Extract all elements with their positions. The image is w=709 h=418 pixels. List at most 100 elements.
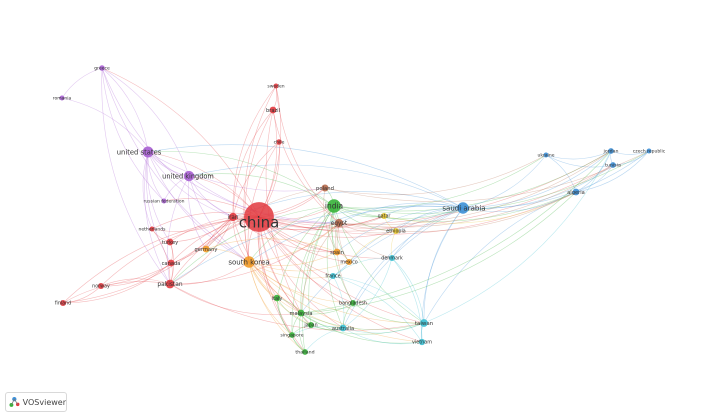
node-label-thailand[interactable]: thailand [295,350,314,356]
node-label-iran[interactable]: iran [227,215,238,221]
link-south_korea-malaysia [248,261,302,314]
link-australia-taiwan [342,322,425,334]
node-label-denmark[interactable]: denmark [381,256,403,262]
node-south_korea[interactable] [243,256,255,268]
node-pakistan[interactable] [165,279,175,289]
node-label-china[interactable]: china [239,213,280,231]
node-label-japan[interactable]: japan [303,323,317,329]
node-label-poland[interactable]: poland [316,186,334,192]
node-romania[interactable] [59,95,65,101]
link-south_korea-vietnam [248,261,423,343]
node-sweden[interactable] [273,83,279,89]
node-france[interactable] [329,272,337,280]
node-netherlands[interactable] [149,226,155,232]
node-italy[interactable] [273,294,281,302]
node-thailand[interactable] [302,349,308,355]
node-india[interactable] [327,199,341,213]
node-label-malaysia[interactable]: malaysia [289,311,312,317]
node-saudi_arabia[interactable] [457,202,469,214]
node-label-ukraine[interactable]: ukraine [538,153,555,159]
link-china-jordan [258,150,612,225]
node-jordan[interactable] [608,148,614,154]
node-australia[interactable] [339,324,347,332]
node-spain[interactable] [333,248,341,256]
link-india-malaysia [300,205,335,314]
node-malaysia[interactable] [297,309,305,317]
node-label-ethiopia[interactable]: ethiopia [386,229,406,235]
node-label-india[interactable]: india [325,202,343,211]
node-label-norway[interactable]: norway [92,284,110,290]
vosviewer-badge[interactable]: VOSviewer [5,392,67,412]
node-label-canada[interactable]: canada [162,261,181,267]
node-japan[interactable] [307,321,315,329]
node-label-united_kingdom[interactable]: united kingdom [162,172,214,180]
node-united_kingdom[interactable] [183,170,195,182]
node-egypt[interactable] [334,218,344,228]
node-label-chile[interactable]: chile [274,140,285,146]
node-label-italy[interactable]: italy [272,296,283,302]
node-taiwan[interactable] [420,319,428,327]
node-label-qatar[interactable]: qatar [378,214,391,220]
link-chile-iran [232,141,280,218]
node-label-russian_federation[interactable]: russian federation [144,199,185,205]
node-label-egypt[interactable]: egypt [331,221,348,227]
node-tunisia[interactable] [610,162,616,168]
node-label-south_korea[interactable]: south korea [228,257,269,266]
node-czech_republic[interactable] [646,148,652,154]
node-mexico[interactable] [345,258,353,266]
node-denmark[interactable] [388,254,396,262]
link-south_korea-thailand [248,261,306,353]
node-china[interactable] [244,202,274,232]
link-china-norway [100,216,260,287]
link-ukraine-jordan [545,150,612,160]
node-singapore[interactable] [289,332,295,338]
link-iran-spain [232,216,338,253]
node-label-spain[interactable]: spain [330,250,344,256]
node-ukraine[interactable] [543,152,549,158]
node-ethiopia[interactable] [392,227,400,235]
node-brazil[interactable] [269,106,277,114]
node-label-brazil[interactable]: brazil [266,108,280,114]
link-saudi_arabia-pakistan [169,205,464,285]
node-germany[interactable] [202,245,210,253]
node-united_states[interactable] [142,146,154,158]
node-label-germany[interactable]: germany [195,247,218,253]
node-label-czech_republic[interactable]: czech republic [633,149,666,155]
node-label-algeria[interactable]: algeria [567,190,585,196]
node-label-vietnam[interactable]: vietnam [412,340,432,346]
node-russian_federation[interactable] [161,198,167,204]
node-greece[interactable] [99,65,105,71]
node-label-saudi_arabia[interactable]: saudi arabia [442,203,485,212]
node-qatar[interactable] [380,212,388,220]
link-china-greece [101,67,260,218]
node-label-greece[interactable]: greece [94,66,110,72]
node-label-turkey[interactable]: turkey [162,240,178,246]
node-label-bangladesh[interactable]: bangladesh [339,301,367,307]
node-vietnam[interactable] [418,338,426,346]
node-poland[interactable] [321,184,329,192]
node-label-netherlands[interactable]: netherlands [139,227,167,233]
node-label-united_states[interactable]: united states [117,148,162,156]
node-label-pakistan[interactable]: pakistan [157,282,182,288]
node-label-mexico[interactable]: mexico [340,260,357,266]
node-label-jordan[interactable]: jordan [603,149,619,155]
node-iran[interactable] [228,212,238,222]
node-label-finland[interactable]: finland [55,301,71,307]
node-algeria[interactable] [572,188,580,196]
node-canada[interactable] [167,259,175,267]
node-bangladesh[interactable] [349,299,357,307]
node-label-romania[interactable]: romania [53,96,72,102]
node-label-sweden[interactable]: sweden [267,84,284,90]
node-label-tunisia[interactable]: tunisia [605,163,621,169]
node-norway[interactable] [97,282,105,290]
node-label-australia[interactable]: australia [332,326,354,332]
node-finland[interactable] [59,299,67,307]
node-turkey[interactable] [166,238,174,246]
node-label-france[interactable]: france [325,274,340,280]
node-label-singapore[interactable]: singapore [280,333,303,339]
link-india-thailand [302,205,335,353]
vosviewer-logo-icon [9,396,20,407]
node-chile[interactable] [276,139,282,145]
node-label-taiwan[interactable]: taiwan [415,321,433,327]
